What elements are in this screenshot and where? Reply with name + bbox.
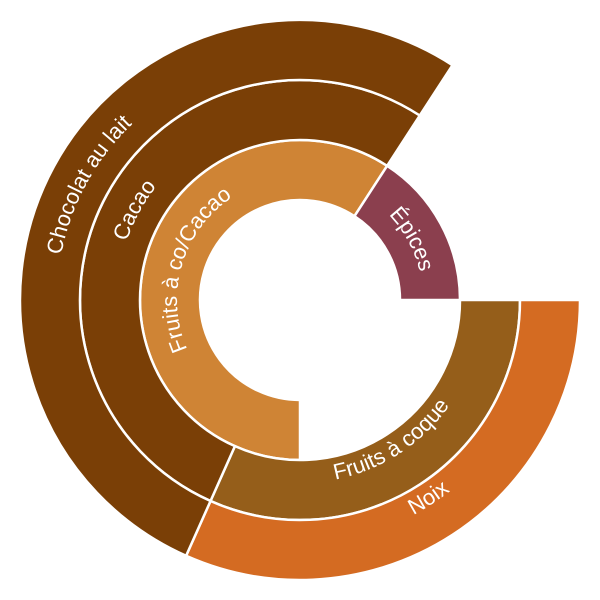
chart-segments [18,18,582,582]
segment-chocolat-au-lait[interactable] [18,18,455,558]
